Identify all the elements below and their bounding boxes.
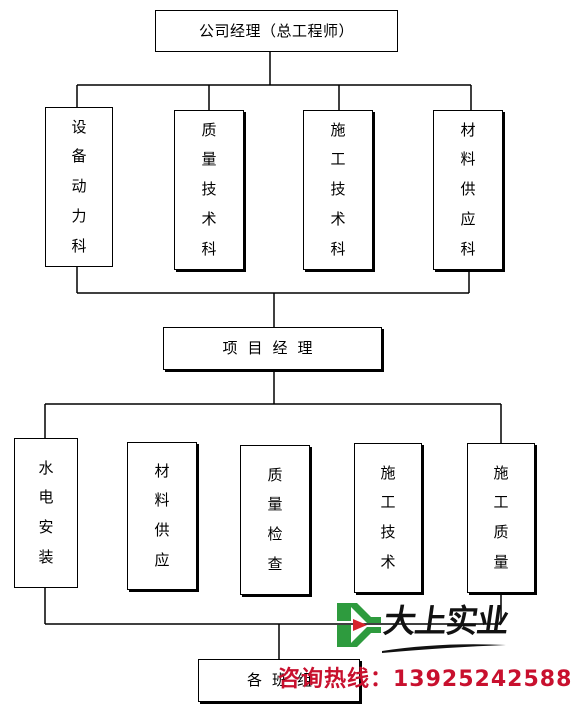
company-manager-label: 公司经理（总工程师） xyxy=(198,21,354,40)
brand-logo-icon xyxy=(337,603,381,647)
function-quality-inspection-box: 质量检查 xyxy=(240,445,310,595)
department-label: 材料供应科 xyxy=(460,120,476,258)
department-construction-tech-box: 施工技术科 xyxy=(303,110,373,270)
function-label: 施工质量 xyxy=(493,463,509,571)
department-label: 质量技术科 xyxy=(201,120,217,258)
watermark-hotline: 咨询热线：13925242588 xyxy=(278,667,572,692)
department-material-supply-box: 材料供应科 xyxy=(433,110,503,270)
function-label: 质量检查 xyxy=(267,465,283,573)
department-quality-tech-box: 质量技术科 xyxy=(174,110,244,270)
department-equipment-box: 设备动力科 xyxy=(45,107,113,267)
department-label: 设备动力科 xyxy=(71,117,87,255)
company-manager-box: 公司经理（总工程师） xyxy=(155,10,398,52)
project-manager-label: 项目经理 xyxy=(222,339,323,357)
function-label: 材料供应 xyxy=(154,461,170,569)
function-construction-quality-box: 施工质量 xyxy=(467,443,535,593)
function-construction-tech-box: 施工技术 xyxy=(354,443,422,593)
brand-swoosh-icon xyxy=(382,644,506,653)
function-plumbing-electrical-box: 水电安装 xyxy=(14,438,78,588)
function-label: 水电安装 xyxy=(38,458,54,566)
project-manager-box: 项目经理 xyxy=(163,327,382,370)
function-material-supply-box: 材料供应 xyxy=(127,442,197,590)
teams-label: 各班组 xyxy=(247,671,323,689)
watermark-brand: 大上实业 xyxy=(381,602,511,640)
function-label: 施工技术 xyxy=(380,463,396,571)
department-label: 施工技术科 xyxy=(330,120,346,258)
teams-box: 各班组 xyxy=(198,659,360,702)
